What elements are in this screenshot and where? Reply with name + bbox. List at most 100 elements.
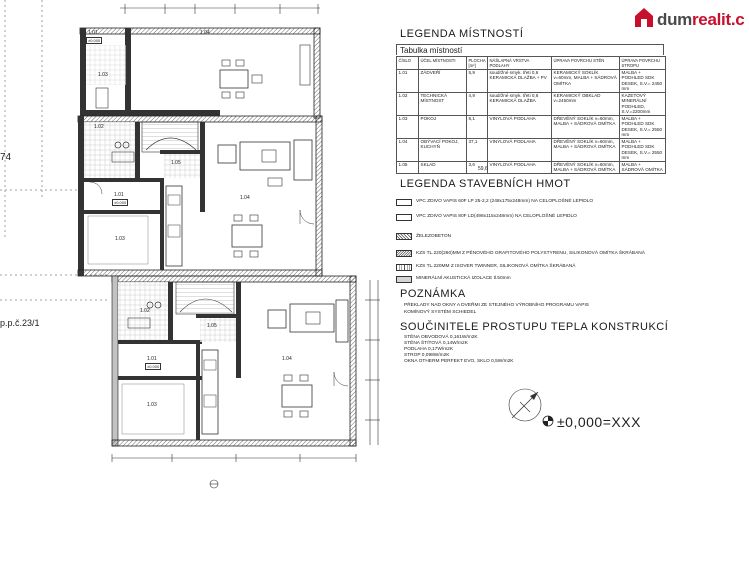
table-cell: 1.05 — [396, 160, 419, 175]
middle-room-103-label: 1.03 — [115, 236, 125, 242]
table-cell: MALBA + PODHLED SDK DESEK, S.V.= 2450 mm — [619, 68, 666, 93]
legend-rooms-title: LEGENDA MÍSTNOSTÍ — [400, 28, 524, 40]
table-cell: KAZETOVÝ MINERÁLNÍ PODHLED, S.V.=2200mm — [619, 91, 666, 116]
brand-name: dumrealit.c — [657, 10, 745, 30]
table-cell: ZÁDVEŘÍ — [418, 68, 467, 93]
brand-name-part2: realit.c — [691, 10, 745, 29]
grid-lines — [0, 0, 110, 301]
lower-unit — [111, 275, 357, 489]
table-cell: SKLAD — [418, 160, 467, 175]
heat-line-3: PODLAHA 0,17W/m2K — [404, 347, 454, 352]
legend-materials-title: LEGENDA STAVEBNÍCH HMOT — [400, 178, 571, 190]
heat-title: SOUČINITELE PROSTUPU TEPLA KONSTRUKCÍ — [400, 321, 669, 333]
material-item-6: MINERÁLNÍ AKUSTICKÁ IZOLACE tl.50mm — [416, 276, 511, 281]
dimension-bottom — [111, 454, 357, 462]
table-cell: DŘEVĚNÝ SOKLÍK v=60mm, MALBA + SÁDROVÁ O… — [551, 160, 620, 175]
table-cell: 37,1 — [466, 137, 488, 162]
brand-logo-icon — [635, 8, 653, 27]
side-mark: 74 — [0, 152, 12, 163]
material-swatch-2 — [396, 214, 412, 221]
middle-unit — [77, 115, 323, 277]
header-cell: ÚČEL MÍSTNOSTI — [418, 56, 467, 70]
note-title: POZNÁMKA — [400, 288, 466, 300]
material-swatch-6 — [396, 276, 412, 283]
table-cell: 5,9 — [466, 68, 488, 93]
material-item-1: VPC ZDIVO VAPIS 60F LP 25-2,2 (248x175x2… — [416, 199, 594, 204]
header-cell: ÚPRAVA POVRCHU STĚN — [551, 56, 620, 70]
brand-name-part1: dum — [657, 10, 692, 29]
heat-line-1: STĚNA OBVODOVÁ 0,161W/m2K — [404, 335, 478, 340]
middle-room-101-label: 1.01 — [114, 192, 124, 198]
middle-room-105-label: 1.05 — [171, 160, 181, 166]
table-cell: MALBA + PODHLED SDK DESEK, S.V.= 2550 mm — [619, 114, 666, 139]
table-cell: DŘEVĚNÝ SOKLÍK v=60mm, MALBA + SÁDROVÁ O… — [551, 137, 620, 162]
middle-room-104-label: 1.04 — [240, 195, 250, 201]
upper-room-101-label: 1.01 — [88, 30, 98, 36]
heat-line-5: OKNA OTHERM PERFEKT EVO, SKLO 0,5W/m2K — [404, 359, 514, 364]
material-swatch-4 — [396, 250, 412, 257]
note-line-2: KOMÍNOVÝ SYSTÉM SCHIEDEL — [404, 310, 477, 315]
upper-room-104-label: 1.04 — [200, 30, 210, 36]
upper-unit — [79, 27, 321, 119]
table-cell: 1.03 — [396, 114, 419, 139]
table-cell: soudržné smyk. třeti 0,6 KERAMICKÁ DLAŽB… — [487, 68, 552, 93]
rooms-table-caption: Tabulka místností — [396, 44, 664, 55]
rooms-table: ČÍSLO ÚČEL MÍSTNOSTI PLOCHA [m²] NÁŠLAPN… — [396, 56, 666, 175]
table-cell: TECHNICKÁ MÍSTNOST — [418, 91, 467, 116]
lower-room-103-label: 1.03 — [147, 402, 157, 408]
middle-room-102-label: 1.02 — [94, 124, 104, 130]
table-cell: 3,6 — [466, 160, 488, 175]
header-cell: ČÍSLO — [396, 56, 419, 70]
upper-room-103-label: 1.03 — [98, 72, 108, 78]
material-item-3: ŽELEZOBETON — [416, 234, 452, 239]
rooms-total-area: 59,6 — [478, 166, 488, 172]
header-cell: NÁŠLAPNÁ VRSTVA PODLAHY — [487, 56, 552, 70]
table-cell: MALBA + PODHLED SDK DESEK, S.V.= 2550 mm — [619, 137, 666, 162]
dimension-right — [365, 280, 380, 445]
floor-plan — [0, 0, 380, 489]
note-line-1: PŘEKLADY NAD OKNY A DVEŘMI ZE STEJNÉHO V… — [404, 303, 589, 308]
parcel-label: p.p.č.23/1 — [0, 318, 40, 328]
table-cell: 1.02 — [396, 91, 419, 116]
table-cell: OBÝVACÍ POKOJ, KUCHYŇ — [418, 137, 467, 162]
elevation-label: ±0,000=XXX — [557, 414, 641, 430]
upper-room-101-level: ±0.000 — [86, 37, 103, 44]
table-cell: VINYLOVÁ PODLAHA — [487, 114, 552, 139]
lower-room-102-label: 1.02 — [140, 308, 150, 314]
dimension-top — [120, 4, 320, 14]
lower-room-101-label: 1.01 — [147, 356, 157, 362]
north-arrow-icon — [508, 388, 542, 422]
table-cell: VINYLOVÁ PODLAHA — [487, 160, 552, 175]
rooms-table-header: ČÍSLO ÚČEL MÍSTNOSTI PLOCHA [m²] NÁŠLAPN… — [396, 56, 666, 70]
lower-room-104-label: 1.04 — [282, 356, 292, 362]
middle-room-101-level: ±0.000 — [112, 199, 129, 206]
lower-room-101-level: ±0.000 — [145, 363, 162, 370]
header-cell: ÚPRAVA POVRCHU STROPU — [619, 56, 666, 70]
table-cell: POKOJ — [418, 114, 467, 139]
material-item-5: KZS TL.220MM Z ISOVER TWINNER, SILIKONOV… — [416, 264, 576, 269]
elevation-marker-icon — [542, 415, 554, 427]
material-swatch-5 — [396, 264, 412, 271]
header-cell: PLOCHA [m²] — [466, 56, 488, 70]
material-item-2: VPC ZDIVO VAPIS 80F LD(498x115x248mm) NA… — [416, 214, 577, 219]
table-cell: 8,1 — [466, 114, 488, 139]
heat-line-4: STROP 0,098W/m2K — [404, 353, 450, 358]
table-cell: KERAMICKÝ SOKLÍK v=60mm, MALBA + SÁDROVÁ… — [551, 68, 620, 93]
heat-line-2: STĚNA ŠTÍTOVÁ 0,14W/m2K — [404, 341, 468, 346]
material-item-4: KZS TL.220(260)MM Z PĚNOVÉHO GRAFITOVÉHO… — [416, 251, 645, 256]
table-cell: 1.01 — [396, 68, 419, 93]
material-swatch-3 — [396, 233, 412, 240]
table-cell: 4,9 — [466, 91, 488, 116]
table-cell: MALBA + SÁDROVÁ OMÍTKA — [619, 160, 666, 175]
table-cell: KERAMICKÝ OBKLAD v=2450mm — [551, 91, 620, 116]
table-cell: VINYLOVÁ PODLAHA — [487, 137, 552, 162]
table-cell: soudržné smyk. třeti 0,6 KERAMICKÁ DLAŽB… — [487, 91, 552, 116]
table-cell: 1.04 — [396, 137, 419, 162]
lower-room-105-label: 1.05 — [207, 323, 217, 329]
table-cell: DŘEVĚNÝ SOKLÍK v=60mm, MALBA + SÁDROVÁ O… — [551, 114, 620, 139]
